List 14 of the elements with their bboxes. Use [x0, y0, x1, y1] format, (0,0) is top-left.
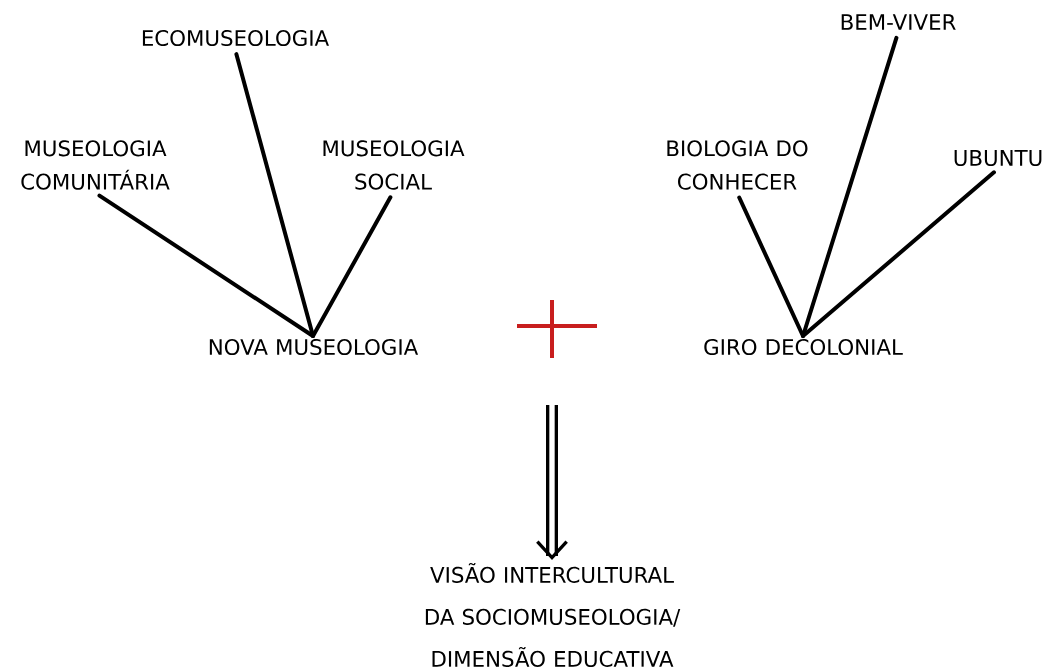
node-label: UBUNTU — [954, 150, 1042, 166]
line — [737, 195, 805, 338]
double-arrow — [536, 405, 568, 561]
node-label: ECOMUSEOLOGIA — [142, 29, 329, 47]
node-label: MUSEOLOGIA SOCIAL — [323, 140, 465, 190]
line — [311, 195, 393, 338]
node-label: BEM-VIVER — [841, 14, 956, 30]
line — [801, 170, 996, 338]
node-label: MUSEOLOGIA COMUNITÁRIA — [21, 140, 170, 190]
line — [97, 193, 315, 338]
node-label: VISÃO INTERCULTURAL DA SOCIOMUSEOLOGIA/ DIMENSÃO EDUCATIVA — [425, 563, 681, 667]
node-label: GIRO DECOLONIAL — [704, 338, 903, 356]
node-label: BIOLOGIA DO CONHECER — [667, 140, 808, 190]
node-label: NOVA MUSEOLOGIA — [209, 338, 419, 356]
